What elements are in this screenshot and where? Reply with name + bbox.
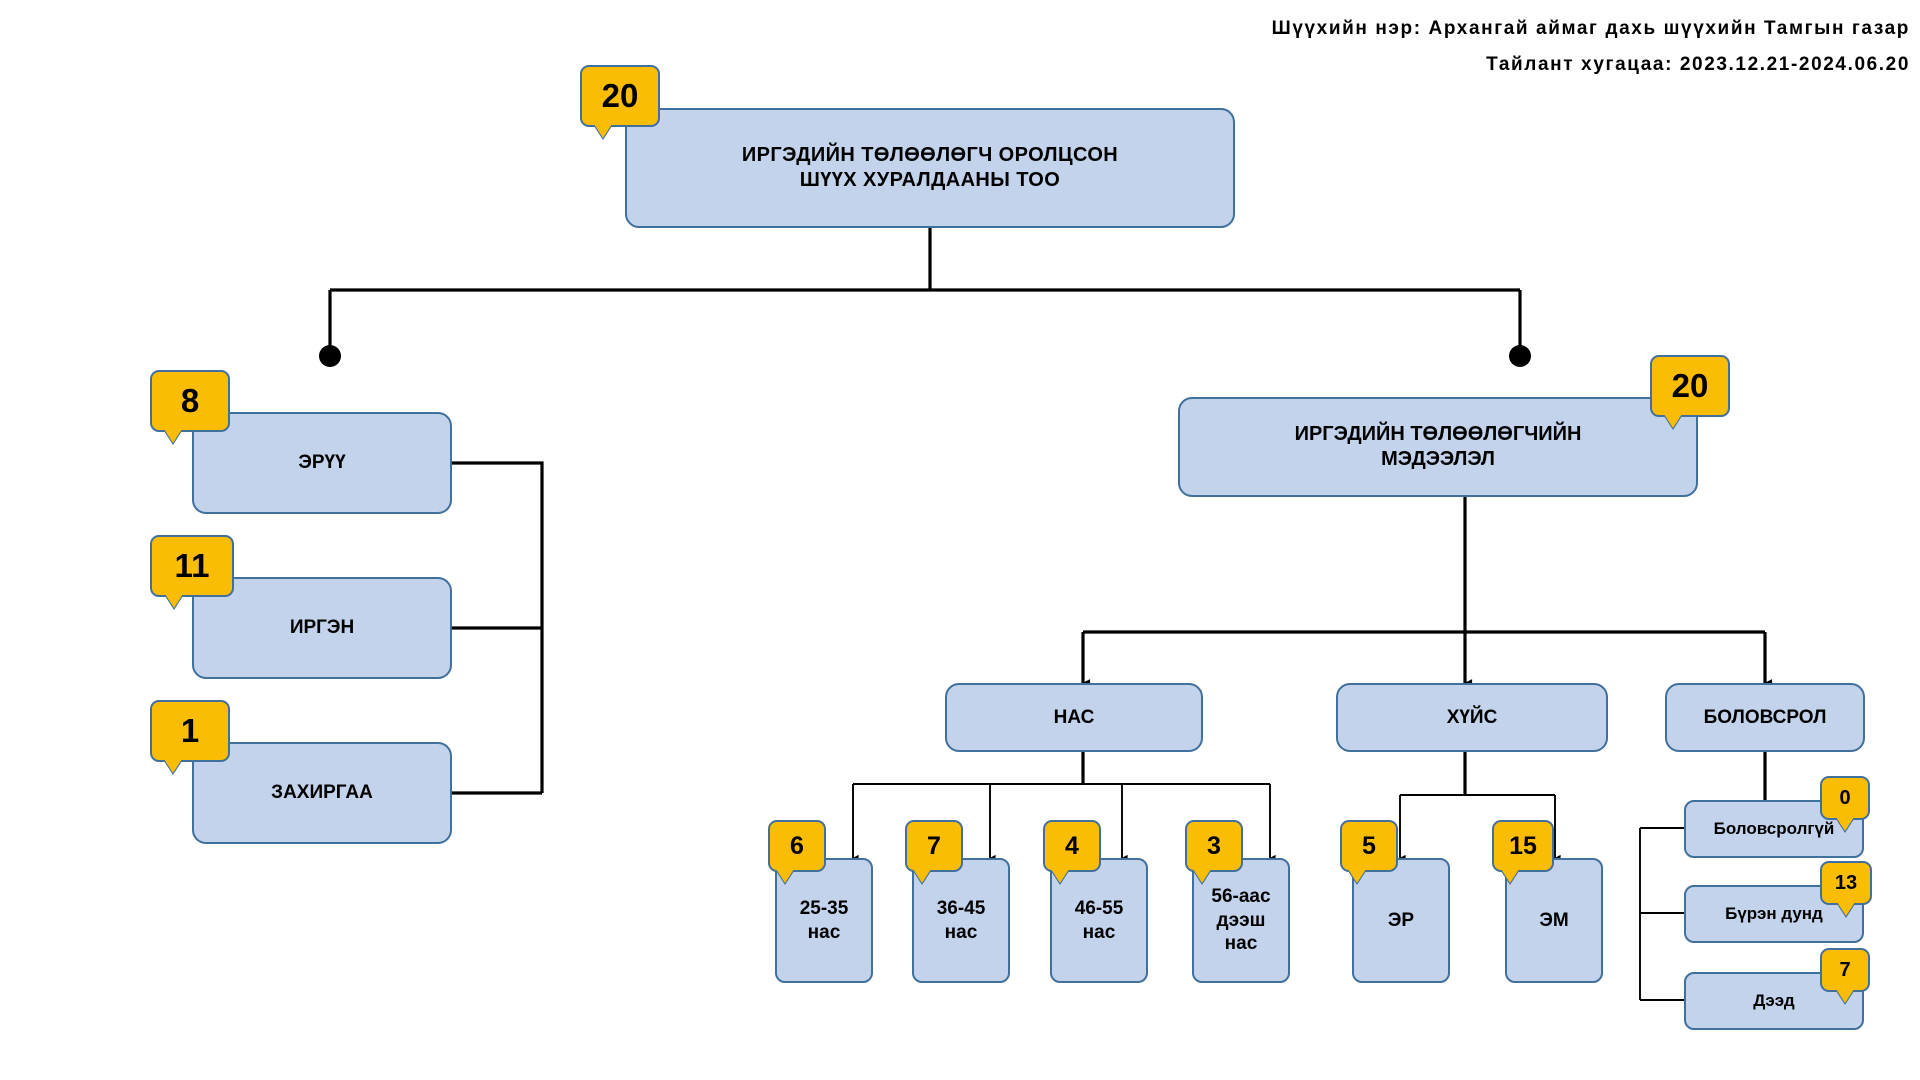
badge-eruu-value: 8: [180, 382, 200, 419]
node-root[interactable]: ИРГЭДИЙН ТӨЛӨӨЛӨГЧ ОРОЛЦСОН ШҮҮХ ХУРАЛДА…: [625, 108, 1235, 228]
badge-gender-female-value: 15: [1509, 831, 1537, 860]
node-zakhirgaa-label: ЗАХИРГАА: [271, 782, 373, 804]
badge-irgen: 11: [150, 535, 234, 597]
node-edu-none[interactable]: Боловсролгүй: [1684, 800, 1864, 858]
node-eruu[interactable]: ЭРҮҮ: [192, 412, 452, 514]
node-gender-male[interactable]: ЭР: [1352, 858, 1450, 983]
badge-gender-female: 15: [1492, 820, 1554, 872]
badge-edu-secondary-value: 13: [1834, 871, 1858, 894]
badge-age-36-45-value: 7: [927, 831, 941, 860]
node-info[interactable]: ИРГЭДИЙН ТӨЛӨӨЛӨГЧИЙН МЭДЭЭЛЭЛ: [1178, 397, 1698, 497]
connector-endpoint-dot-right: [1509, 345, 1531, 367]
badge-root-value: 20: [601, 77, 639, 114]
node-age-25-35-label-line2: нас: [807, 921, 841, 943]
node-gender-female[interactable]: ЭМ: [1505, 858, 1603, 983]
badge-root: 20: [580, 65, 660, 127]
badge-edu-none: 0: [1820, 776, 1870, 820]
court-name-text: Шүүхийн нэр: Архангай аймаг дахь шүүхийн…: [1271, 18, 1910, 39]
node-edu-higher-label: Дээд: [1753, 991, 1795, 1011]
node-bolovsrol-label: БОЛОВСРОЛ: [1703, 706, 1827, 728]
node-age-56-plus-label-line3: нас: [1224, 933, 1258, 955]
node-age-25-35-label-line1: 25-35: [799, 897, 849, 919]
node-root-label-line2: ШҮҮХ ХУРАЛДААНЫ ТОО: [799, 169, 1061, 191]
badge-eruu: 8: [150, 370, 230, 432]
badge-age-56-plus-value: 3: [1207, 831, 1221, 860]
node-age-56-plus-label-line2: дээш: [1216, 909, 1266, 931]
badge-info-value: 20: [1671, 367, 1709, 404]
node-edu-none-label: Боловсролгүй: [1713, 819, 1835, 839]
badge-edu-higher: 7: [1820, 948, 1870, 992]
badge-age-46-55: 4: [1043, 820, 1101, 872]
node-gender-female-label: ЭМ: [1539, 909, 1569, 931]
node-root-label-line1: ИРГЭДИЙН ТӨЛӨӨЛӨГЧ ОРОЛЦСОН: [741, 144, 1119, 166]
node-edu-secondary-label: Бүрэн дунд: [1725, 904, 1823, 924]
node-age-46-55-label-line1: 46-55: [1074, 897, 1124, 919]
node-khuis[interactable]: ХҮЙС: [1336, 683, 1608, 752]
badge-edu-none-value: 0: [1839, 786, 1851, 809]
badge-irgen-value: 11: [174, 547, 210, 584]
badge-zakhirgaa: 1: [150, 700, 230, 762]
node-age-56-plus-label-line1: 56-аас: [1211, 885, 1271, 907]
badge-age-25-35: 6: [768, 820, 826, 872]
badge-info: 20: [1650, 355, 1730, 417]
node-nas-label: НАС: [1053, 706, 1095, 728]
node-gender-male-label: ЭР: [1387, 909, 1415, 931]
badge-edu-higher-value: 7: [1839, 958, 1851, 981]
node-eruu-label: ЭРҮҮ: [298, 452, 346, 474]
node-edu-secondary[interactable]: Бүрэн дунд: [1684, 885, 1864, 943]
node-irgen-label: ИРГЭН: [289, 617, 355, 639]
badge-zakhirgaa-value: 1: [180, 712, 200, 749]
node-bolovsrol[interactable]: БОЛОВСРОЛ: [1665, 683, 1865, 752]
node-age-36-45-label-line2: нас: [944, 921, 978, 943]
badge-age-36-45: 7: [905, 820, 963, 872]
badge-edu-secondary: 13: [1820, 861, 1872, 905]
node-nas[interactable]: НАС: [945, 683, 1203, 752]
node-age-56-plus[interactable]: 56-аас дээш нас: [1192, 858, 1290, 983]
node-khuis-label: ХҮЙС: [1446, 706, 1498, 728]
badge-gender-male: 5: [1340, 820, 1398, 872]
badge-age-56-plus: 3: [1185, 820, 1243, 872]
node-info-label-line1: ИРГЭДИЙН ТӨЛӨӨЛӨГЧИЙН: [1294, 423, 1582, 445]
node-age-36-45-label-line1: 36-45: [936, 897, 986, 919]
node-info-label-line2: МЭДЭЭЛЭЛ: [1381, 448, 1495, 470]
node-age-46-55-label-line2: нас: [1082, 921, 1116, 943]
node-age-46-55[interactable]: 46-55 нас: [1050, 858, 1148, 983]
node-irgen[interactable]: ИРГЭН: [192, 577, 452, 679]
badge-gender-male-value: 5: [1362, 831, 1376, 860]
report-period-text: Тайлант хугацаа: 2023.12.21-2024.06.20: [1486, 54, 1910, 75]
node-zakhirgaa[interactable]: ЗАХИРГАА: [192, 742, 452, 844]
badge-age-46-55-value: 4: [1065, 831, 1079, 860]
connector-endpoint-dot-left: [319, 345, 341, 367]
badge-age-25-35-value: 6: [790, 831, 804, 860]
